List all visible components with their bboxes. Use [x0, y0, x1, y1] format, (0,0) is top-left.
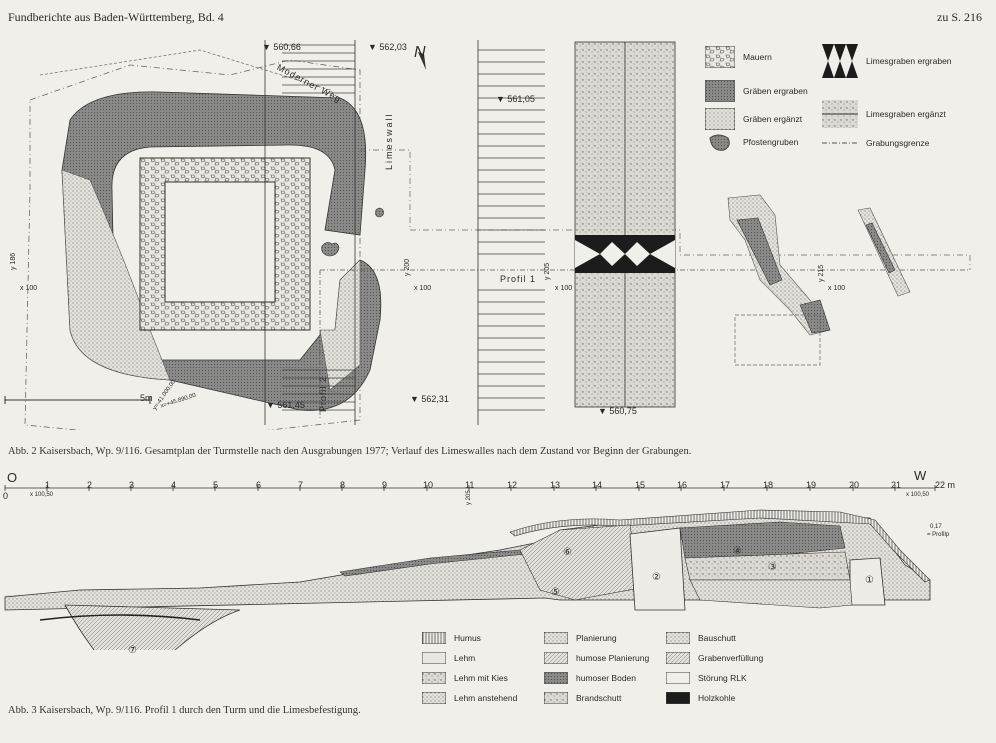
legend-swatch-ditch-excavated [705, 80, 735, 102]
layer-number: ① [865, 575, 874, 586]
grid-label: x 100 [555, 285, 573, 292]
height-label: ▼ 562,31 [410, 394, 449, 404]
legend-swatch-excavation-boundary [822, 142, 858, 144]
axis-end-label: W [914, 468, 927, 483]
posthole [375, 207, 384, 218]
rampart-hatching [478, 49, 545, 411]
legend-item: Gräben ergänzt [705, 108, 802, 130]
legend-swatch-postholes [709, 134, 730, 151]
figure2-caption: Abb. 2 Kaisersbach, Wp. 9/116. Gesamtpla… [8, 446, 692, 457]
layer-number: ④ [733, 546, 742, 557]
grid-label: y 205 [544, 262, 551, 280]
profile2-label: Profil 2 [318, 375, 328, 412]
limes-ditch-excavated [575, 235, 675, 273]
legend-swatch-humic-soil [544, 672, 568, 684]
legend-item: Humus [422, 632, 481, 644]
height-label: ▼ 560,75 [598, 406, 637, 416]
posthole [321, 242, 340, 257]
layer-number: ⑤ [551, 587, 560, 598]
excavation-boundary [24, 59, 361, 430]
ditch-fill [64, 604, 241, 650]
grid-label: x 100,50 [30, 492, 54, 498]
axis-start-label: O [7, 470, 18, 485]
north-arrow-icon [418, 52, 426, 70]
height-label: ▼ 562,03 [368, 42, 407, 52]
legend-swatch-ditch-supplemented [705, 108, 735, 130]
grid-label: y 215 [818, 264, 825, 282]
legend-item: Gräben ergraben [705, 80, 808, 102]
legend-item: Bauschutt [666, 632, 736, 644]
grid-label: y 200 [404, 258, 411, 276]
layer-number: ③ [768, 562, 777, 573]
legend-swatch-ditch-fill [666, 652, 690, 664]
legend-swatch-humus [422, 632, 446, 644]
legend-item: Grabungsgrenze [822, 138, 929, 148]
legend-item: Planierung [544, 632, 617, 644]
legend-item: Brandschutt [544, 692, 621, 704]
scale-label: 5m [140, 393, 153, 403]
legend-item: Mauern [705, 46, 772, 68]
layer-number: ⑥ [563, 547, 572, 558]
grid-label: x 100 [20, 285, 38, 292]
legend-swatch-burnt-debris [544, 692, 568, 704]
legend-item: humose Planierung [544, 652, 649, 664]
legend-item: Limesgraben ergraben [822, 44, 952, 78]
legend-swatch-charcoal [666, 692, 690, 704]
legend-item: Holzkohle [666, 692, 735, 704]
legend-item: Störung RLK [666, 672, 747, 684]
legend-item: Lehm mit Kies [422, 672, 508, 684]
legend-swatch-limes-excavated [822, 44, 858, 78]
legend-swatch-loam-natural [422, 692, 446, 704]
grid-label: x 100 [828, 285, 846, 292]
legend-swatch-loam-gravel [422, 672, 446, 684]
legend-item: Lehm anstehend [422, 692, 517, 704]
limeswall-label: Limeswall [384, 112, 394, 170]
north-label: N [414, 44, 426, 61]
height-label: ▼ 561,05 [496, 94, 535, 104]
tower-interior [164, 181, 276, 303]
legend-item: Pfostengruben [705, 132, 798, 152]
grid-label: x 100 [414, 285, 432, 292]
legend-swatch-loam [422, 652, 446, 664]
elevation-label: = Profilp [927, 532, 950, 538]
grid-label: x 100,50 [906, 492, 930, 498]
figure3-caption: Abb. 3 Kaisersbach, Wp. 9/116. Profil 1 … [8, 705, 361, 716]
layer-number: ② [652, 572, 661, 583]
grid-label: y 186 [10, 252, 17, 270]
legend-swatch-humic-levelling [544, 652, 568, 664]
elevation-label: 0,17 [930, 524, 942, 530]
profile1-label: Profil 1 [500, 274, 537, 284]
height-label: ▼ 561,45 [266, 400, 305, 410]
profile-section-figure [4, 485, 936, 650]
page-reference: zu S. 216 [937, 10, 982, 24]
running-header-title: Fundberichte aus Baden-Württemberg, Bd. … [8, 10, 224, 24]
legend-swatch-walls [705, 46, 735, 68]
grid-label: y 205 [466, 490, 472, 505]
legend-item: Lehm [422, 652, 475, 664]
humus-layer [509, 509, 931, 583]
legend-item: humoser Boden [544, 672, 636, 684]
legend-item: Limesgraben ergänzt [822, 100, 946, 128]
layer-number: ⑦ [128, 645, 137, 656]
site-plan-figure [4, 40, 971, 430]
height-label: ▼ 560,66 [262, 42, 301, 52]
legend-swatch-building-debris [666, 632, 690, 644]
disturbance-2 [629, 527, 686, 611]
legend-swatch-limes-supplemented [822, 100, 858, 128]
legend-swatch-disturbance [666, 672, 690, 684]
modern-road-outline [39, 49, 361, 121]
legend-item: Grabenverfüllung [666, 652, 763, 664]
legend-swatch-levelling [544, 632, 568, 644]
